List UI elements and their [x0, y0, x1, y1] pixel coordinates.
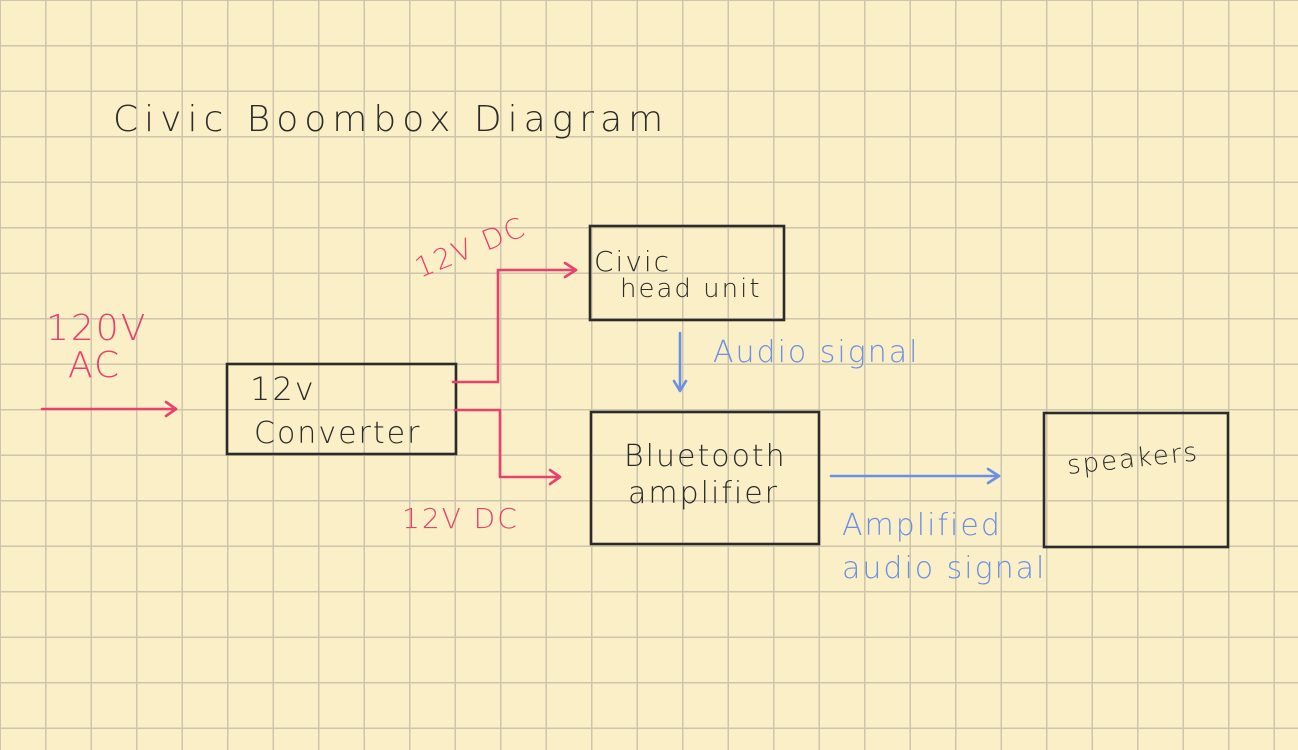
arrow-shaft	[451, 268, 578, 384]
arrowhead-icon	[672, 379, 688, 393]
diagram-title: Civic Boombox Diagram	[113, 99, 669, 140]
arrowhead-icon	[164, 400, 178, 418]
label-amplified-line2: audio signal	[842, 551, 1046, 586]
power-line-head-unit	[451, 261, 578, 384]
power-line-amplifier	[453, 408, 562, 486]
arrowhead-icon	[548, 468, 562, 486]
block-head-unit-box	[588, 224, 786, 322]
arrowhead-icon	[986, 467, 1001, 485]
block-amplifier[interactable]: Bluetooth amplifier	[589, 410, 821, 546]
block-speakers-box	[1042, 411, 1230, 549]
block-converter[interactable]: 12v Converter	[225, 362, 458, 456]
block-converter-line1: 12v	[250, 370, 316, 408]
input-power-voltage: 120V	[46, 308, 147, 349]
input-power-type: AC	[68, 345, 121, 386]
input-power-arrow	[40, 400, 178, 418]
block-converter-line2: Converter	[254, 416, 421, 451]
block-speakers[interactable]: speakers	[1042, 411, 1230, 549]
block-speakers-label: speakers	[1066, 437, 1201, 481]
block-amplifier-box	[589, 410, 821, 546]
amplified-audio-arrow	[829, 467, 1001, 485]
block-head-unit[interactable]: Civic head unit	[588, 224, 786, 322]
arrowhead-icon	[563, 261, 578, 279]
label-audio-signal: Audio signal	[713, 335, 920, 370]
input-power-label: 120V AC	[46, 308, 147, 386]
block-amplifier-line1: Bluetooth	[624, 439, 787, 474]
block-head-unit-line1: Civic	[594, 245, 671, 278]
label-dc-head-unit: 12V DC	[410, 210, 531, 284]
label-dc-amplifier: 12V DC	[402, 502, 519, 535]
arrow-shaft	[453, 408, 562, 479]
audio-signal-arrow	[672, 331, 688, 393]
label-amplified-line1: Amplified	[842, 508, 1002, 543]
block-amplifier-line2: amplifier	[628, 476, 779, 511]
block-head-unit-line2: head unit	[620, 274, 762, 304]
